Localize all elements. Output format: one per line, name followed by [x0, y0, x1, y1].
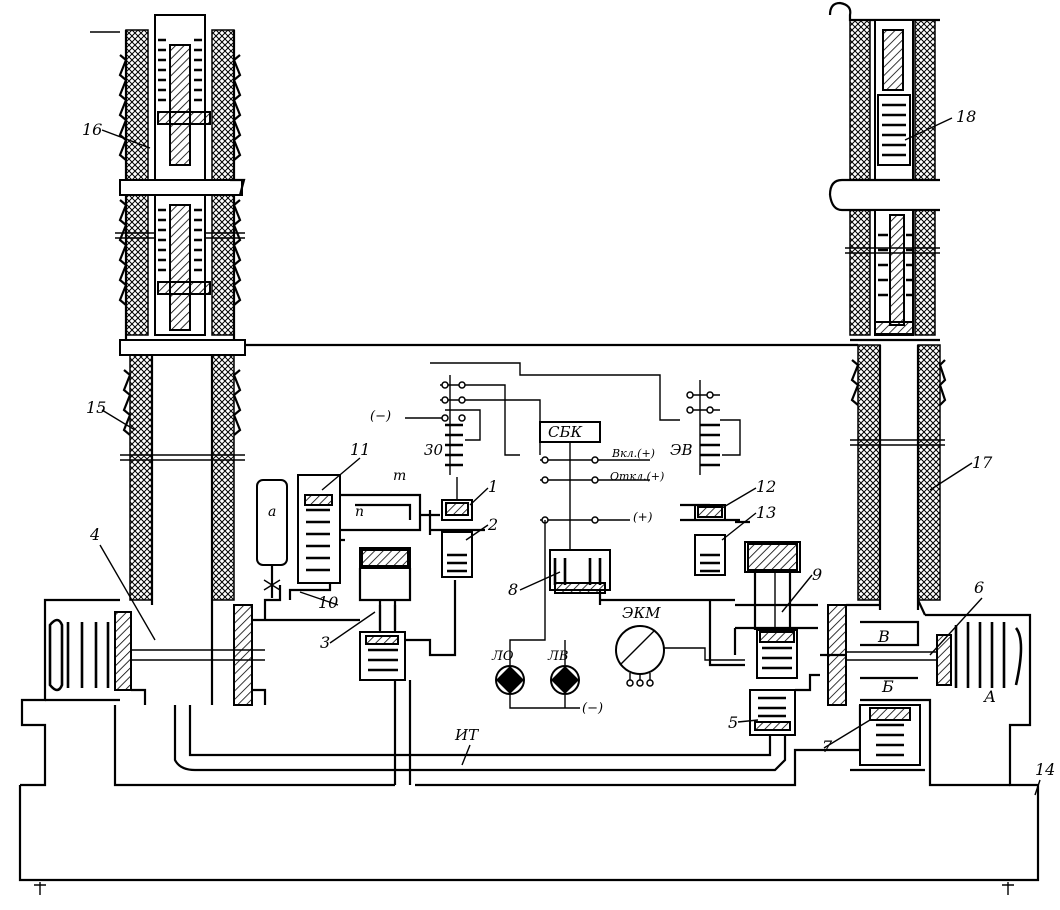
label-9: 9 — [812, 565, 822, 584]
label-13: 13 — [756, 503, 776, 522]
label-10: 10 — [318, 593, 338, 612]
pipes — [173, 538, 787, 785]
label-2: 2 — [487, 515, 498, 534]
label-otkl: Откл.(+) — [610, 470, 664, 483]
label-14: 14 — [1035, 760, 1055, 779]
label-16: 16 — [82, 120, 102, 139]
label-12: 12 — [756, 477, 776, 496]
label-ev: ЭВ — [670, 441, 693, 459]
base-frame — [18, 598, 1040, 895]
label-11: 11 — [350, 440, 370, 459]
label-a-cap: А — [983, 687, 996, 706]
label-8: 8 — [508, 580, 518, 599]
trip-solenoid — [405, 362, 680, 578]
label-lv: ЛВ — [547, 649, 568, 664]
left-valves — [256, 474, 440, 681]
label-m: т — [393, 468, 406, 484]
label-lo: ЛО — [491, 649, 514, 664]
label-minus: (−) — [370, 409, 391, 424]
label-vkl: Вкл.(+) — [611, 447, 655, 460]
leader-lines — [99, 117, 1041, 796]
label-18: 18 — [956, 107, 976, 126]
label-a: а — [268, 504, 276, 520]
label-sbk: СБК — [548, 423, 583, 441]
label-it: ИТ — [454, 726, 479, 744]
label-plus: (+) — [633, 510, 653, 524]
close-solenoid — [598, 380, 845, 736]
label-6: 6 — [974, 578, 984, 597]
label-30: 30 — [424, 441, 444, 459]
label-3: 3 — [320, 633, 330, 652]
label-minus-2: (−) — [582, 701, 603, 716]
label-b: Б — [881, 677, 894, 696]
label-v: В — [877, 627, 890, 646]
left-column — [48, 14, 360, 706]
label-15: 15 — [86, 398, 106, 417]
label-ekm: ЭКМ — [622, 604, 661, 622]
label-4: 4 — [89, 525, 100, 544]
label-17: 17 — [972, 453, 993, 472]
right-column — [245, 1, 1023, 772]
labels: 16 15 4 11 а т п 10 3 30 1 2 8 СБК Вкл.(… — [82, 107, 1055, 779]
sbk-block — [495, 421, 745, 709]
label-5: 5 — [728, 713, 738, 732]
label-1: 1 — [488, 477, 498, 496]
label-n: п — [355, 504, 364, 520]
